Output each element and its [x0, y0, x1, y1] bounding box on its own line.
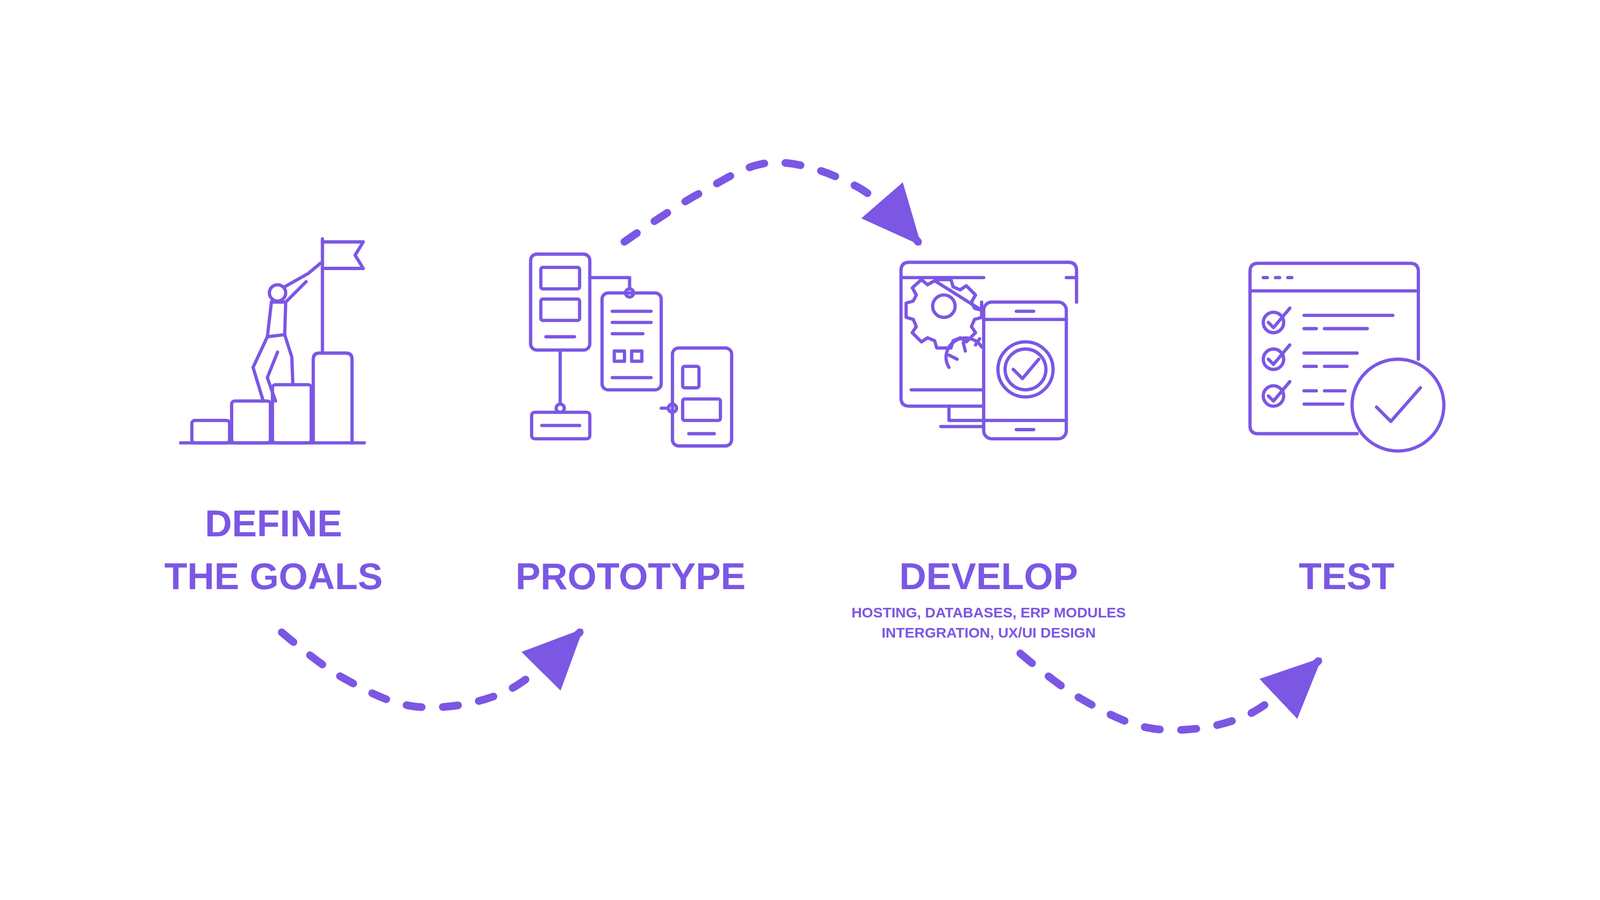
stage-title: PROTOTYPE [515, 549, 746, 603]
icon-space [157, 230, 390, 498]
stage-node: DEFINE THE GOALS [157, 230, 390, 603]
dashed-arrow [624, 162, 919, 242]
icon-space [509, 244, 752, 550]
test-icon [1250, 263, 1445, 452]
stage-title: DEVELOP [899, 549, 1079, 603]
stage-node: DEVELOPHOSTING, DATABASES, ERP MODULES I… [845, 254, 1133, 644]
stage-node: TEST [1243, 254, 1450, 603]
prototype-icon [530, 254, 732, 447]
icon-space [1243, 254, 1450, 550]
stage-details: HOSTING, DATABASES, ERP MODULES INTERGRA… [850, 602, 1127, 644]
stage-title: TEST [1298, 549, 1395, 603]
develop-icon [901, 262, 1077, 440]
dashed-arrow [281, 632, 580, 708]
dashed-arrow [1020, 653, 1319, 731]
stage-title: DEFINE THE GOALS [163, 497, 384, 603]
icon-space [845, 254, 1133, 550]
goal-icon [180, 238, 365, 443]
stage-node: PROTOTYPE [509, 244, 752, 603]
